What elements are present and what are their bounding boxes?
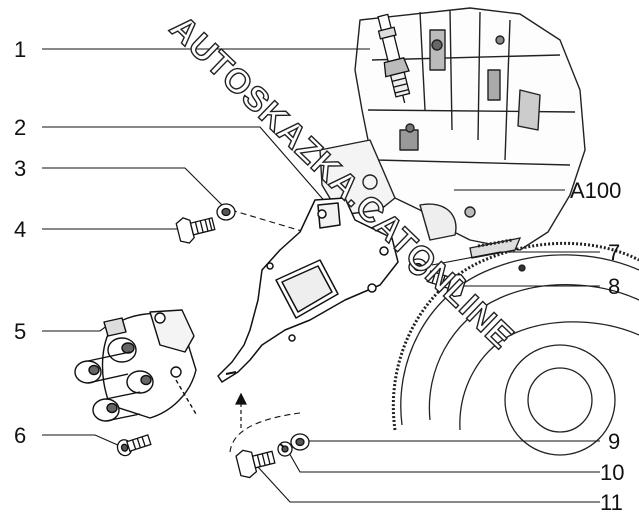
leader-lines	[42, 48, 600, 503]
callout-8: 8	[608, 274, 620, 299]
ignition-bracket	[217, 197, 399, 383]
callout-10: 10	[600, 460, 624, 485]
spark-plug	[377, 13, 411, 104]
distributor-cap	[74, 309, 197, 422]
callout-3: 3	[14, 156, 26, 181]
callout-4: 4	[14, 217, 26, 242]
flywheel-drawing	[391, 237, 639, 456]
callout-ref-a100: A100	[570, 178, 621, 203]
bolt-11	[235, 449, 276, 479]
callout-9: 9	[608, 429, 620, 454]
engine-block-drawing	[319, 7, 586, 251]
washer-7	[408, 258, 428, 276]
callout-2: 2	[14, 115, 26, 140]
callout-5: 5	[14, 319, 26, 344]
callout-11: 11	[600, 490, 623, 515]
washer-9	[290, 433, 310, 451]
screw-6	[116, 434, 152, 457]
lock-washer-10	[277, 441, 293, 457]
callout-7: 7	[608, 240, 620, 265]
bolt-8	[426, 270, 467, 298]
washer-3	[216, 203, 236, 221]
callout-6: 6	[14, 423, 26, 448]
callout-1: 1	[14, 37, 26, 62]
bolt-4	[175, 217, 216, 244]
assembly-arrow	[235, 392, 247, 428]
